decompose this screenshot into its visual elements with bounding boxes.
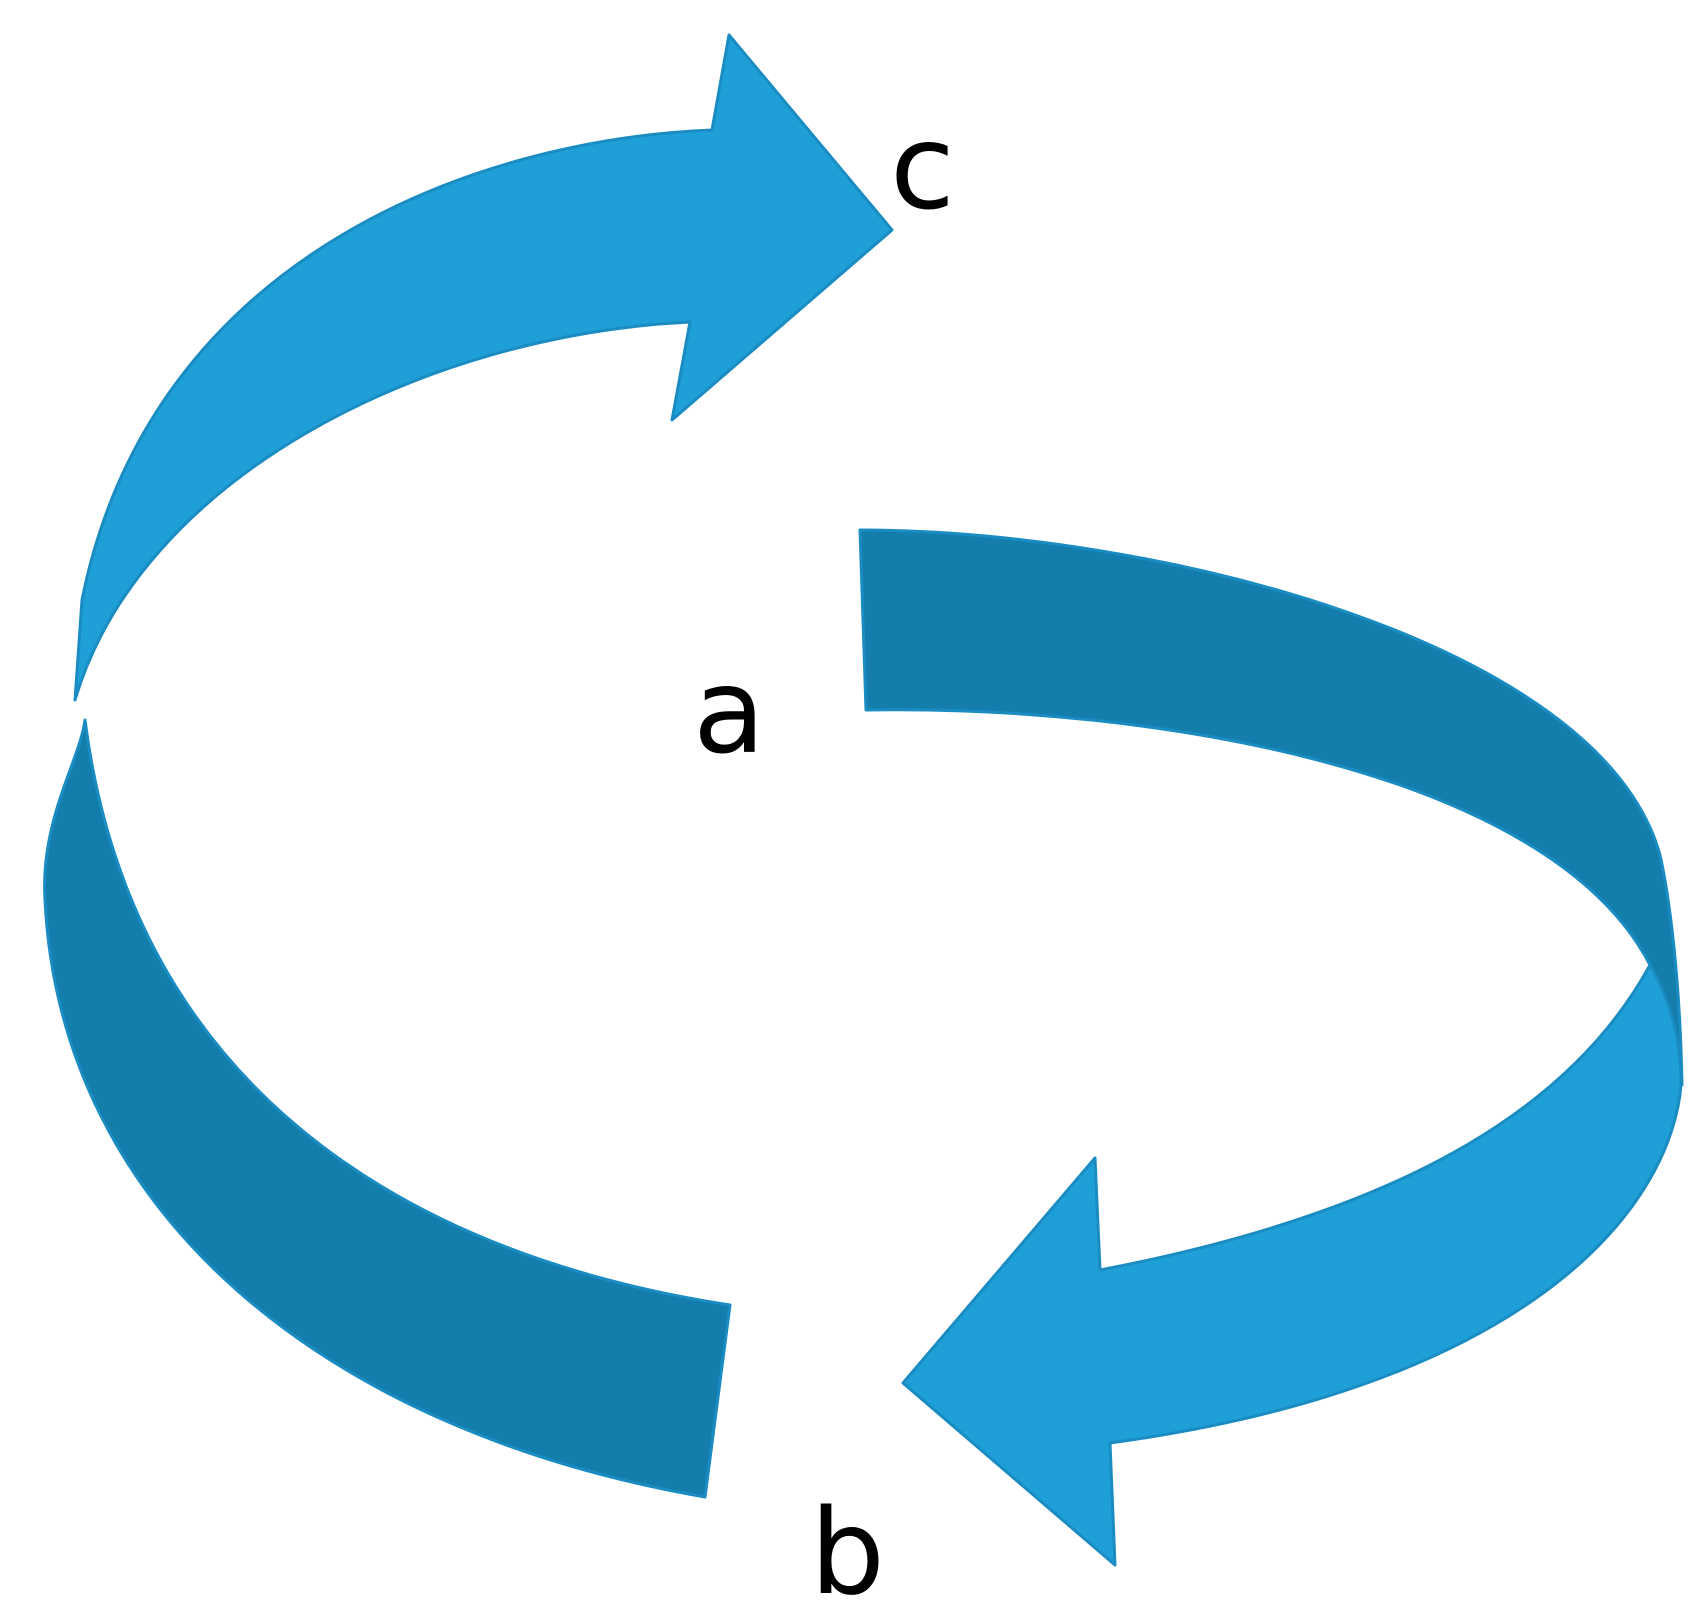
node-label-a: a — [693, 642, 765, 780]
arrow-b-to-c-upper-band — [73, 33, 894, 702]
arrow-a-to-b-lower-band — [901, 963, 1683, 1567]
arrow-b-to-c-lower-band — [43, 718, 732, 1499]
node-label-c: c — [890, 98, 955, 236]
node-label-b: b — [810, 1483, 885, 1613]
arrow-a-to-b-upper-band — [858, 528, 1684, 1087]
